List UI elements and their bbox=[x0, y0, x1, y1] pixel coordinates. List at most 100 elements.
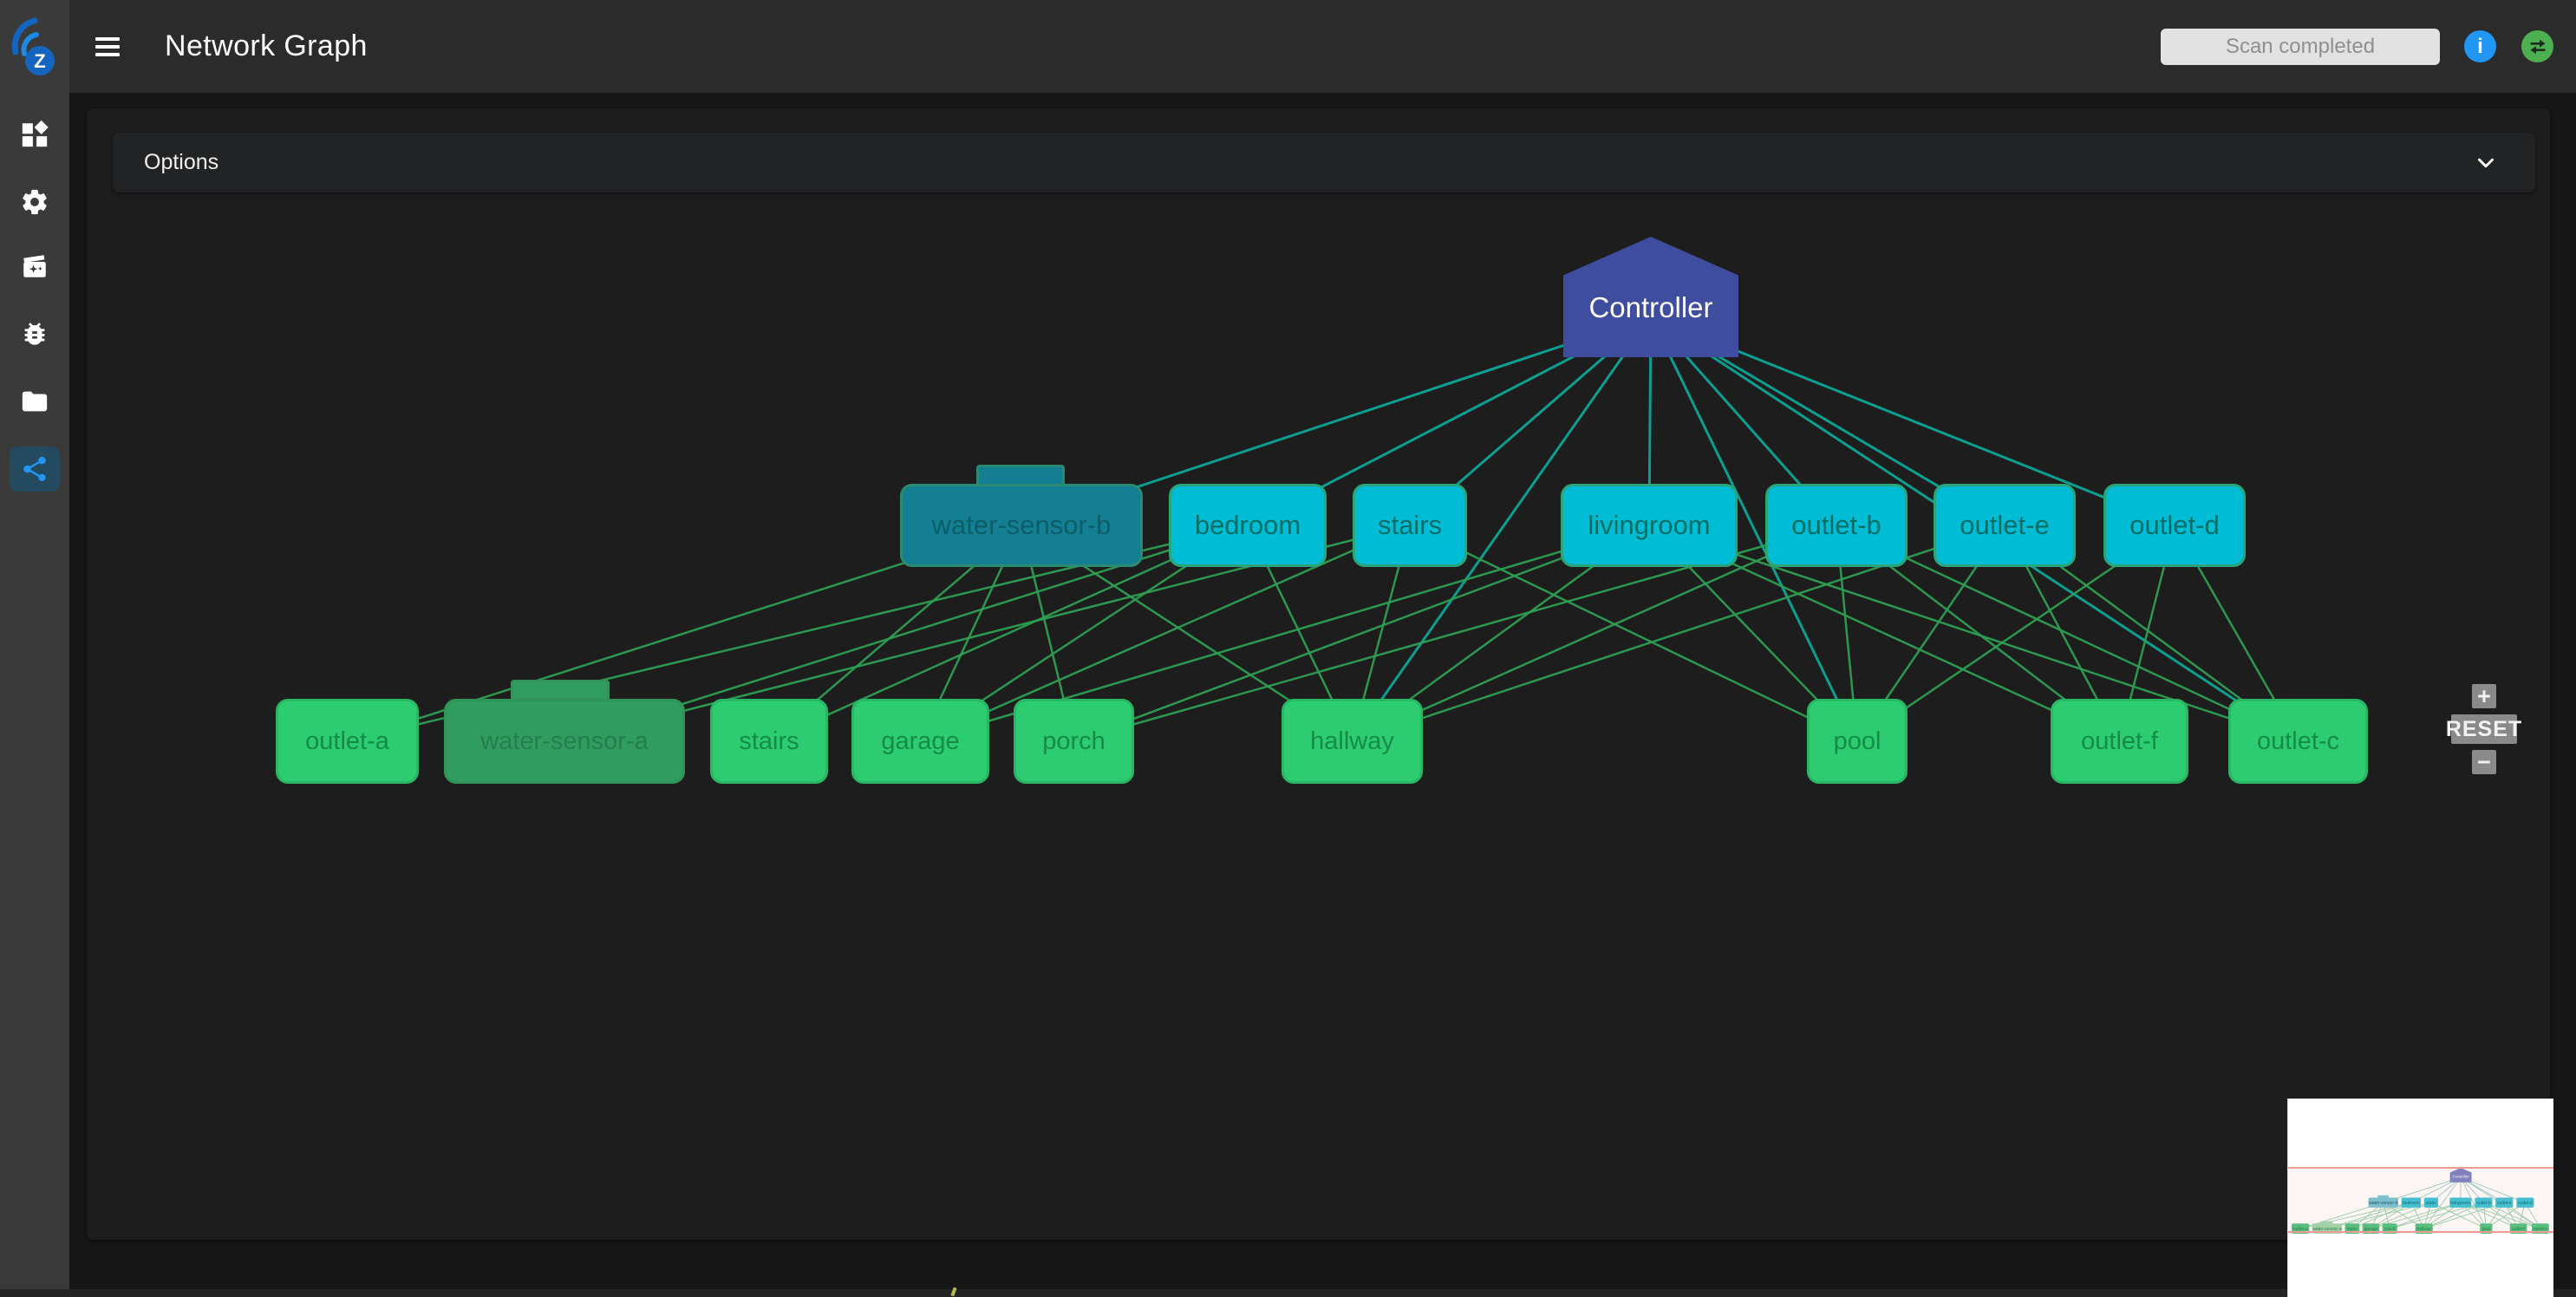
minimap-node-label: water-sensor-b bbox=[2369, 1201, 2398, 1206]
minimap-viewport[interactable] bbox=[2288, 1167, 2553, 1233]
page-title: Network Graph bbox=[165, 29, 368, 62]
minimap-edge bbox=[2423, 1202, 2484, 1229]
sidebar: Z bbox=[0, 0, 69, 1297]
minimap-node bbox=[2495, 1197, 2514, 1208]
node-livingroom[interactable]: livingroom bbox=[1561, 484, 1738, 567]
node-label: outlet-e bbox=[1960, 510, 2050, 540]
minimap-node-label: outlet-a bbox=[2293, 1227, 2308, 1232]
minimap-node bbox=[2449, 1197, 2472, 1208]
options-label: Options bbox=[144, 150, 219, 174]
node-label: water-sensor-b bbox=[931, 510, 1112, 540]
scan-status-field: Scan completed bbox=[2161, 28, 2440, 65]
node-label: pool bbox=[1833, 727, 1881, 755]
node-body: water-sensor-b bbox=[900, 484, 1143, 567]
minimap-node-label: outlet-b bbox=[2476, 1201, 2491, 1206]
node-label: outlet-a bbox=[305, 727, 389, 755]
node-outlet-e[interactable]: outlet-e bbox=[1934, 484, 2076, 567]
minimap-node bbox=[2423, 1197, 2439, 1208]
sidebar-item-settings[interactable] bbox=[0, 179, 69, 225]
node-label: stairs bbox=[1377, 510, 1443, 540]
minimap-node-label: stairs bbox=[2347, 1227, 2358, 1232]
info-icon: i bbox=[2477, 34, 2483, 58]
minimap-node-label: outlet-e bbox=[2497, 1201, 2512, 1206]
node-body: water-sensor-a bbox=[444, 699, 685, 784]
info-button[interactable]: i bbox=[2464, 30, 2496, 62]
minimap-node-label: pool bbox=[2482, 1227, 2490, 1232]
node-garage[interactable]: garage bbox=[851, 699, 989, 784]
node-label: outlet-b bbox=[1791, 510, 1881, 540]
minimap-edge bbox=[2423, 1176, 2462, 1229]
minimap-edge bbox=[2460, 1176, 2487, 1229]
minimap-node bbox=[2368, 1197, 2398, 1208]
node-hallway[interactable]: hallway bbox=[1281, 699, 1423, 784]
graph-minimap[interactable]: Controller water-sensor-b bedroom stairs liv… bbox=[2287, 1098, 2553, 1297]
sidebar-item-network-graph[interactable] bbox=[0, 446, 69, 492]
folder-icon bbox=[22, 391, 48, 412]
node-outlet-a[interactable]: outlet-a bbox=[276, 699, 419, 784]
node-label: hallway bbox=[1310, 727, 1394, 755]
minimap-node bbox=[2475, 1197, 2493, 1208]
zoom-out-button[interactable]: − bbox=[2472, 749, 2496, 775]
svg-text:Z: Z bbox=[34, 50, 45, 72]
minimap-node bbox=[2401, 1197, 2422, 1208]
node-label: garage bbox=[881, 727, 960, 755]
node-stairs-1[interactable]: stairs bbox=[710, 699, 828, 784]
dashboard-icon bbox=[22, 120, 49, 147]
zoom-reset-button[interactable]: RESET bbox=[2446, 714, 2521, 744]
minimap-node-tab bbox=[2320, 1221, 2333, 1225]
sidebar-item-dashboard[interactable] bbox=[0, 112, 69, 157]
node-porch[interactable]: porch bbox=[1014, 699, 1134, 784]
refresh-exchange-button[interactable] bbox=[2521, 30, 2553, 62]
minimap-edge bbox=[2390, 1202, 2462, 1229]
minimap-node-label: outlet-d bbox=[2518, 1201, 2533, 1206]
minimap-node-label: porch bbox=[2384, 1227, 2396, 1232]
options-expansion-panel[interactable]: Options bbox=[113, 133, 2535, 192]
minimap-node-label: Controller bbox=[2452, 1174, 2469, 1178]
minimap-node-label: garage bbox=[2364, 1227, 2378, 1232]
node-outlet-c[interactable]: outlet-c bbox=[2228, 699, 2368, 784]
node-outlet-b[interactable]: outlet-b bbox=[1765, 484, 1908, 567]
minimap-node bbox=[2516, 1197, 2534, 1208]
minimap-node bbox=[2449, 1168, 2472, 1183]
bug-icon bbox=[24, 323, 45, 345]
chevron-down-icon[interactable] bbox=[2473, 150, 2499, 176]
network-graph-panel[interactable]: Options bbox=[87, 108, 2550, 1240]
node-outlet-d[interactable]: outlet-d bbox=[2103, 484, 2246, 567]
node-label: outlet-f bbox=[2081, 727, 2158, 755]
node-water-sensor-a[interactable]: water-sensor-a bbox=[444, 680, 685, 784]
minimap-node-label: livingroom bbox=[2450, 1201, 2470, 1206]
minimap-node-label: bedroom bbox=[2403, 1201, 2420, 1206]
node-outlet-f[interactable]: outlet-f bbox=[2051, 699, 2188, 784]
node-pool[interactable]: pool bbox=[1807, 699, 1908, 784]
active-nav-highlight bbox=[10, 446, 60, 492]
minimap-edge bbox=[2371, 1202, 2432, 1229]
minimap-edge bbox=[2351, 1202, 2412, 1229]
minimap-node-tab bbox=[2377, 1195, 2389, 1199]
zwave-logo-icon: Z bbox=[11, 17, 55, 75]
node-label: Controller bbox=[1588, 290, 1713, 323]
minimap-edge bbox=[2430, 1202, 2487, 1229]
node-water-sensor-b[interactable]: water-sensor-b bbox=[900, 465, 1143, 567]
minimap-node-label: hallway bbox=[2416, 1227, 2431, 1232]
minimap-node-label: water-sensor-a bbox=[2312, 1227, 2342, 1232]
swap-arrows-icon bbox=[2530, 39, 2545, 54]
gear-icon bbox=[23, 189, 47, 215]
bottom-edge-strip bbox=[0, 1289, 2576, 1297]
node-label: water-sensor-a bbox=[480, 727, 649, 755]
sidebar-item-store[interactable] bbox=[0, 379, 69, 424]
minimap-node-label: outlet-c bbox=[2534, 1227, 2548, 1232]
node-bedroom[interactable]: bedroom bbox=[1169, 484, 1327, 567]
movie-scenes-icon bbox=[23, 255, 46, 277]
node-label: outlet-d bbox=[2129, 510, 2220, 540]
node-label: bedroom bbox=[1194, 510, 1301, 540]
sidebar-item-debug[interactable] bbox=[0, 311, 69, 356]
node-label: outlet-c bbox=[2256, 727, 2340, 755]
sidebar-item-scenes[interactable] bbox=[0, 244, 69, 289]
node-label: stairs bbox=[739, 727, 799, 755]
minimap-node-label: outlet-f bbox=[2512, 1227, 2526, 1232]
node-label: livingroom bbox=[1588, 510, 1711, 540]
zoom-in-button[interactable]: + bbox=[2472, 683, 2496, 709]
menu-hamburger-button[interactable] bbox=[95, 36, 120, 56]
node-stairs-2[interactable]: stairs bbox=[1353, 484, 1467, 567]
